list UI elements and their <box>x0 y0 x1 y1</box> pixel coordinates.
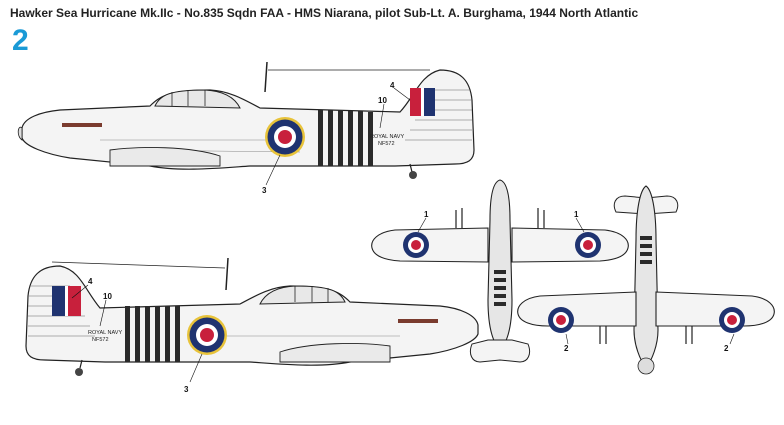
callout-top-roundel-left: 1 <box>424 210 429 219</box>
callout-lower-roundel: 3 <box>184 385 189 394</box>
callout-lower-fin-flash: 4 <box>88 277 93 286</box>
roundel-icon <box>575 232 601 258</box>
callout-upper-roundel: 3 <box>262 186 267 195</box>
callout-top-roundel-right: 1 <box>574 210 579 219</box>
callout-upper-fin-flash: 4 <box>390 81 395 90</box>
side-profile-upper: ROYAL NAVY NF572 4 10 3 <box>17 61 475 195</box>
profile-number: 2 <box>12 24 29 57</box>
callout-upper-serial: 10 <box>378 96 387 105</box>
callout-bottom-roundel-right: 2 <box>724 344 729 353</box>
page-title: Hawker Sea Hurricane Mk.IIc - No.835 Sqd… <box>10 6 639 20</box>
roundel-icon <box>265 117 305 157</box>
stencil-royal-navy: ROYAL NAVY <box>88 330 122 336</box>
top-view: 1 1 <box>371 179 629 363</box>
roundel-icon <box>548 307 574 333</box>
roundel-icon <box>719 307 745 333</box>
stencil-royal-navy: ROYAL NAVY <box>370 134 404 140</box>
stencil-serial: NF572 <box>378 141 395 147</box>
stencil-serial: NF572 <box>92 337 109 343</box>
roundel-icon <box>403 232 429 258</box>
side-profile-lower: ROYAL NAVY NF572 4 10 3 <box>25 257 479 394</box>
fin-flash-icon <box>410 88 435 116</box>
roundel-icon <box>187 315 227 355</box>
callout-bottom-roundel-left: 2 <box>564 344 569 353</box>
bottom-view: 2 2 <box>517 185 775 375</box>
fin-flash-icon <box>52 286 81 316</box>
callout-lower-serial: 10 <box>103 292 112 301</box>
